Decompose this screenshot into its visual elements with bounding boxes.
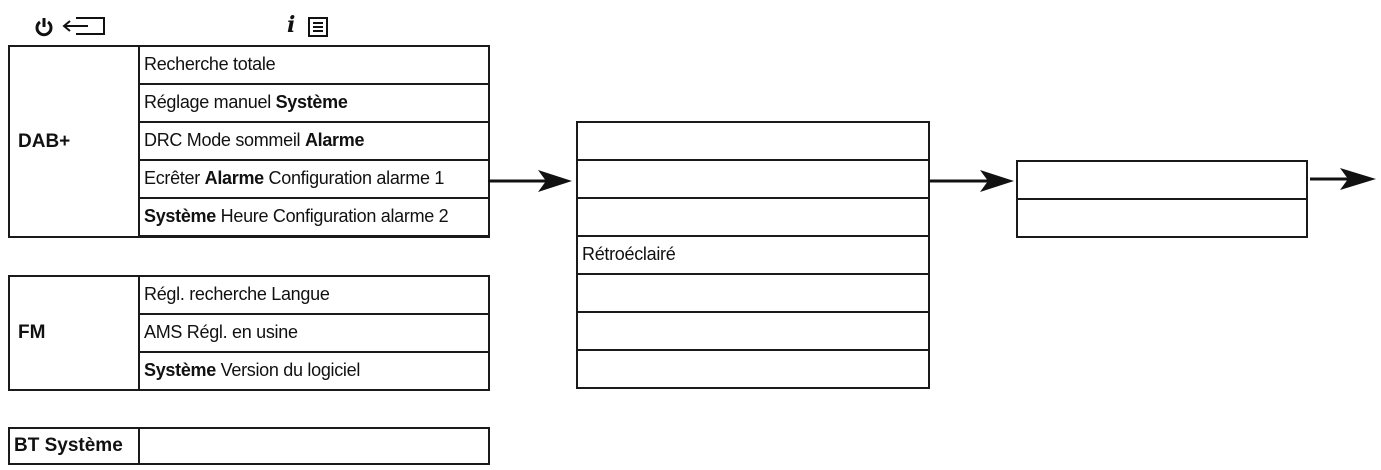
dab-item-cell: Réglage manuel Système: [138, 83, 490, 123]
cell-text: DRC Mode sommeil: [144, 130, 305, 150]
column2-item-cell: [576, 273, 930, 313]
dab-item-cell: Ecrêter Alarme Configuration alarme 1: [138, 159, 490, 199]
cell-text: Recherche totale: [144, 54, 276, 74]
bt-item-cell: [138, 427, 490, 465]
fm-item-cell: AMS Régl. en usine: [138, 313, 490, 353]
cell-text: AMS Régl. en usine: [144, 322, 298, 342]
bt-group-label: BT Système: [14, 435, 123, 456]
cell-text: Version du logiciel: [215, 360, 361, 380]
column2-item-cell: [576, 197, 930, 237]
input-source-icon: [62, 17, 105, 35]
cell-text: Système: [144, 360, 216, 380]
column2-item-cell: [576, 349, 930, 389]
column2-item-cell: Rétroéclairé: [576, 235, 930, 275]
column3-item-cell: [1016, 198, 1308, 238]
column2-item-cell: [576, 311, 930, 351]
dab-item-cell: Recherche totale: [138, 45, 490, 85]
column3-item-cell: [1016, 160, 1308, 200]
cell-text: Ecrêter: [144, 168, 205, 188]
cell-text: Réglage manuel: [144, 92, 276, 112]
arrow-1: [488, 170, 572, 192]
cell-text: Système: [275, 92, 348, 112]
cell-text: Régl. recherche Langue: [144, 284, 330, 304]
fm-item-cell: Régl. recherche Langue: [138, 275, 490, 315]
cell-text: Rétroéclairé: [582, 244, 676, 264]
power-icon: [35, 18, 53, 37]
dab-item-cell: DRC Mode sommeil Alarme: [138, 121, 490, 161]
arrow-3: [1310, 168, 1376, 190]
dab-group-label: DAB+: [18, 130, 71, 152]
column2-item-cell: [576, 159, 930, 199]
menu-icon: [308, 17, 328, 37]
cell-text: Alarme: [304, 130, 365, 150]
cell-text: Configuration alarme 1: [263, 168, 445, 188]
column2-item-cell: [576, 121, 930, 161]
fm-group-label: FM: [18, 322, 46, 343]
cell-text: Alarme: [204, 168, 265, 188]
fm-item-cell: Système Version du logiciel: [138, 351, 490, 391]
cell-text: Heure Configuration alarme 2: [215, 206, 449, 226]
arrow-2: [930, 170, 1014, 192]
dab-item-cell: Système Heure Configuration alarme 2: [138, 197, 490, 237]
cell-text: Système: [144, 206, 216, 226]
info-icon: i: [287, 12, 296, 38]
